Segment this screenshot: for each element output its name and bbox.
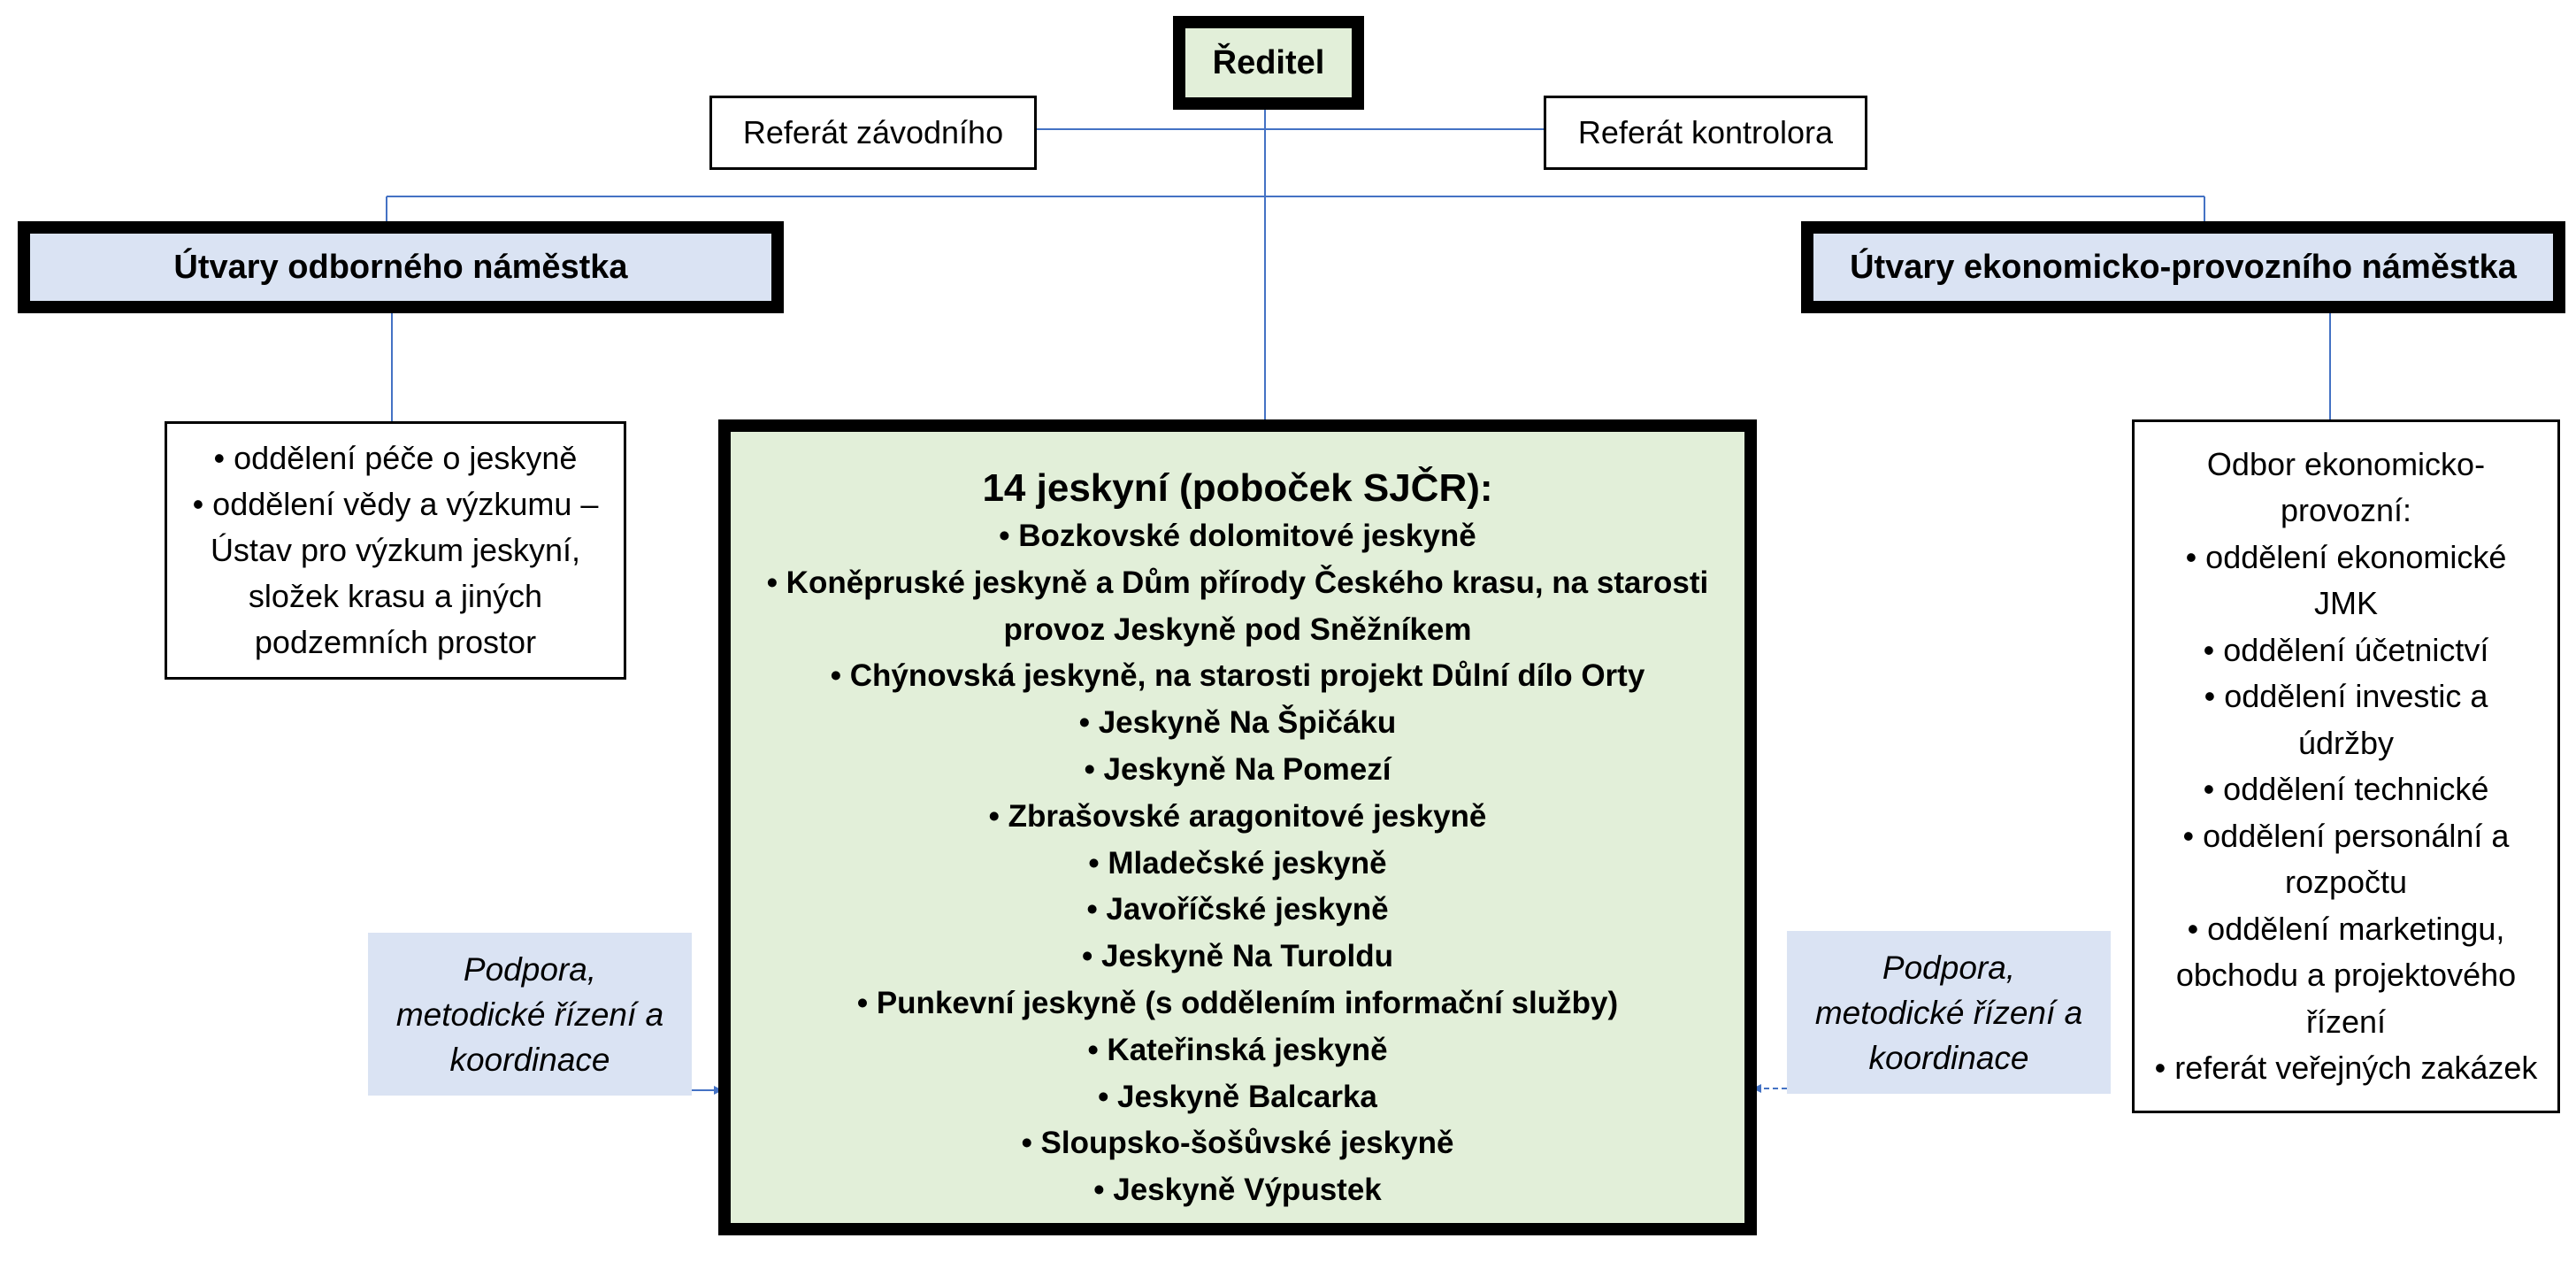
list-item: Ústav pro výzkum jeskyní, bbox=[210, 532, 581, 568]
caves-title: 14 jeskyní (poboček SJČR): bbox=[982, 466, 1493, 510]
list-item: obchodu a projektového bbox=[2175, 957, 2517, 993]
cave-item: • Chýnovská jeskyně, na starosti projekt… bbox=[830, 658, 1645, 694]
list-item: rozpočtu bbox=[2284, 864, 2408, 900]
list-item: • oddělení péče o jeskyně bbox=[213, 440, 578, 476]
list-item: • oddělení technické bbox=[2203, 771, 2489, 807]
support-line: Podpora, bbox=[463, 950, 597, 988]
list-item: údržby bbox=[2297, 724, 2395, 761]
support-note-left: Podpora, metodické řízení a koordinace bbox=[368, 933, 692, 1096]
cave-item: • Jeskyně Na Pomezí bbox=[1084, 751, 1392, 787]
support-line: koordinace bbox=[449, 1041, 610, 1078]
support-line: metodické řízení a bbox=[1814, 994, 2083, 1031]
cave-item: • Jeskyně Balcarka bbox=[1098, 1079, 1377, 1114]
list-item: řízení bbox=[2305, 1003, 2387, 1040]
caves-box: 14 jeskyní (poboček SJČR): • Bozkovské d… bbox=[718, 419, 1757, 1235]
cave-item: • Kateřinská jeskyně bbox=[1087, 1032, 1388, 1067]
cave-item: • Javoříčské jeskyně bbox=[1086, 892, 1389, 927]
odborny-departments-list: • oddělení péče o jeskyně • oddělení věd… bbox=[165, 421, 626, 680]
referat-zavodniho-box: Referát závodního bbox=[709, 96, 1037, 170]
cave-item: provoz Jeskyně pod Sněžníkem bbox=[1003, 611, 1472, 647]
director-label: Ředitel bbox=[1212, 43, 1325, 81]
list-item: JMK bbox=[2314, 585, 2378, 621]
cave-item: • Punkevní jeskyně (s oddělením informač… bbox=[856, 985, 1619, 1020]
list-item: provozní: bbox=[2280, 492, 2412, 528]
list-item: • referát veřejných zakázek bbox=[2154, 1050, 2538, 1086]
deputy-ekonomicky-label: Útvary ekonomicko-provozního náměstka bbox=[1850, 248, 2517, 286]
list-item: • oddělení marketingu, bbox=[2187, 910, 2505, 947]
referat-zavodniho-label: Referát závodního bbox=[742, 114, 1004, 150]
list-item: podzemních prostor bbox=[254, 624, 537, 660]
support-note-right: Podpora, metodické řízení a koordinace bbox=[1787, 931, 2111, 1094]
cave-item: • Jeskyně Výpustek bbox=[1093, 1173, 1382, 1208]
list-item: složek krasu a jiných bbox=[248, 578, 543, 614]
cave-item: • Koněpruské jeskyně a Dům přírody České… bbox=[766, 565, 1709, 600]
referat-kontrolora-label: Referát kontrolora bbox=[1577, 114, 1834, 150]
deputy-odborny-box: Útvary odborného náměstka bbox=[18, 221, 784, 313]
cave-item: • Zbrašovské aragonitové jeskyně bbox=[988, 798, 1487, 834]
list-item: • oddělení personální a bbox=[2182, 817, 2510, 854]
director-box: Ředitel bbox=[1173, 16, 1364, 110]
list-item: • oddělení účetnictví bbox=[2203, 631, 2489, 668]
deputy-ekonomicky-box: Útvary ekonomicko-provozního náměstka bbox=[1801, 221, 2565, 313]
referat-kontrolora-box: Referát kontrolora bbox=[1544, 96, 1867, 170]
list-item: • oddělení investic a bbox=[2204, 678, 2488, 714]
cave-item: • Jeskyně Na Špičáku bbox=[1078, 705, 1397, 741]
cave-item: • Sloupsko-šošůvské jeskyně bbox=[1021, 1126, 1454, 1161]
ekonomicky-departments-list: Odbor ekonomicko- provozní: • oddělení e… bbox=[2132, 419, 2560, 1113]
support-line: koordinace bbox=[1868, 1039, 2029, 1076]
deputy-odborny-label: Útvary odborného náměstka bbox=[173, 248, 628, 286]
cave-item: • Mladečské jeskyně bbox=[1088, 845, 1387, 881]
support-line: Podpora, bbox=[1882, 949, 2016, 986]
cave-item: • Bozkovské dolomitové jeskyně bbox=[999, 519, 1476, 553]
list-item: Odbor ekonomicko- bbox=[2206, 445, 2486, 482]
support-line: metodické řízení a bbox=[395, 996, 664, 1033]
list-item: • oddělení vědy a výzkumu – bbox=[192, 486, 599, 522]
cave-item: • Jeskyně Na Turoldu bbox=[1082, 939, 1393, 974]
list-item: • oddělení ekonomické bbox=[2185, 538, 2507, 575]
